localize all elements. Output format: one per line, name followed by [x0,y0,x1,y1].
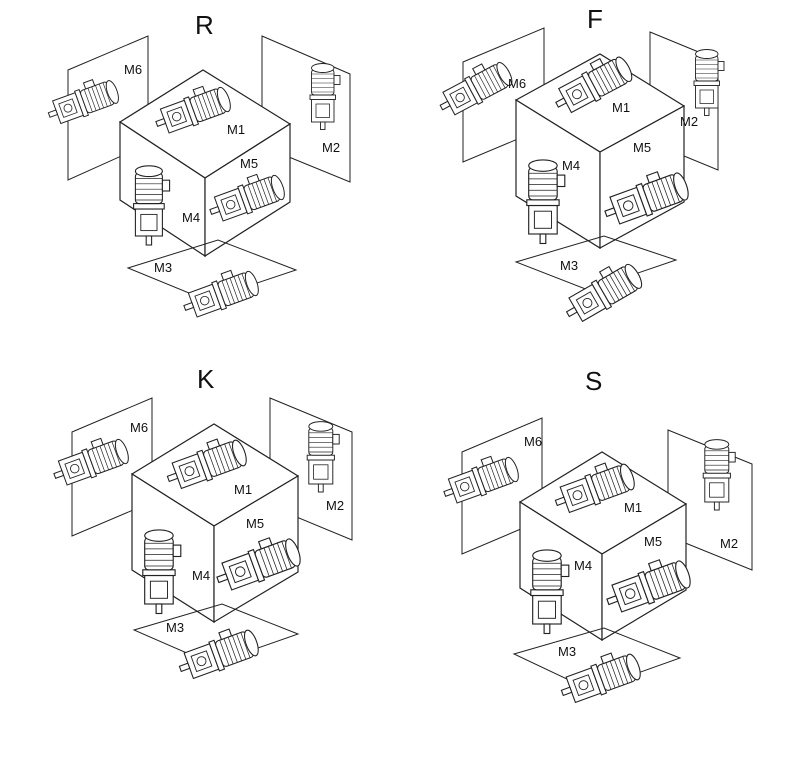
label-m2: M2 [720,536,738,551]
gear-unit-m6-icon [431,53,517,121]
panel-letter-r: R [195,10,214,40]
gear-unit-m2-icon [309,63,341,130]
label-m3: M3 [166,620,184,635]
label-m6: M6 [124,62,142,77]
panel-letter-s: S [585,366,602,396]
label-m1: M1 [234,482,252,497]
panel-letter-f: F [587,4,603,34]
panel-letter-k: K [197,364,215,394]
gear-unit-m6-icon [47,430,133,491]
gear-unit-m6-icon [42,72,122,129]
label-m1: M1 [624,500,642,515]
panel-s: S M6 M1 M2 M5 M4 M3 [437,366,753,708]
panel-r: R M6 M1 M2 M5 M4 M3 [42,10,351,323]
label-m4: M4 [192,568,210,583]
gear-unit-m3-icon [177,262,263,323]
label-m1: M1 [227,122,245,137]
label-m2: M2 [322,140,340,155]
label-m4: M4 [574,558,592,573]
label-m5: M5 [633,140,651,155]
label-m6: M6 [524,434,542,449]
label-m1: M1 [612,100,630,115]
gear-unit-m2-icon [693,49,725,116]
label-m4: M4 [562,158,580,173]
label-m2: M2 [680,114,698,129]
label-m5: M5 [240,156,258,171]
label-m3: M3 [558,644,576,659]
panel-k: K M6 M1 M2 M5 M4 M3 [47,364,353,684]
gear-unit-m3-icon [172,621,263,684]
panel-f: F M6 M1 M2 M5 M4 M3 [431,4,725,328]
label-m4: M4 [182,210,200,225]
label-m2: M2 [326,498,344,513]
label-m5: M5 [246,516,264,531]
gear-unit-m2-icon [306,421,340,493]
gear-unit-m2-icon [702,439,736,511]
label-m6: M6 [130,420,148,435]
gear-unit-m6-icon [437,448,523,509]
label-m3: M3 [154,260,172,275]
label-m6: M6 [508,76,526,91]
label-m5: M5 [644,534,662,549]
label-m3: M3 [560,258,578,273]
